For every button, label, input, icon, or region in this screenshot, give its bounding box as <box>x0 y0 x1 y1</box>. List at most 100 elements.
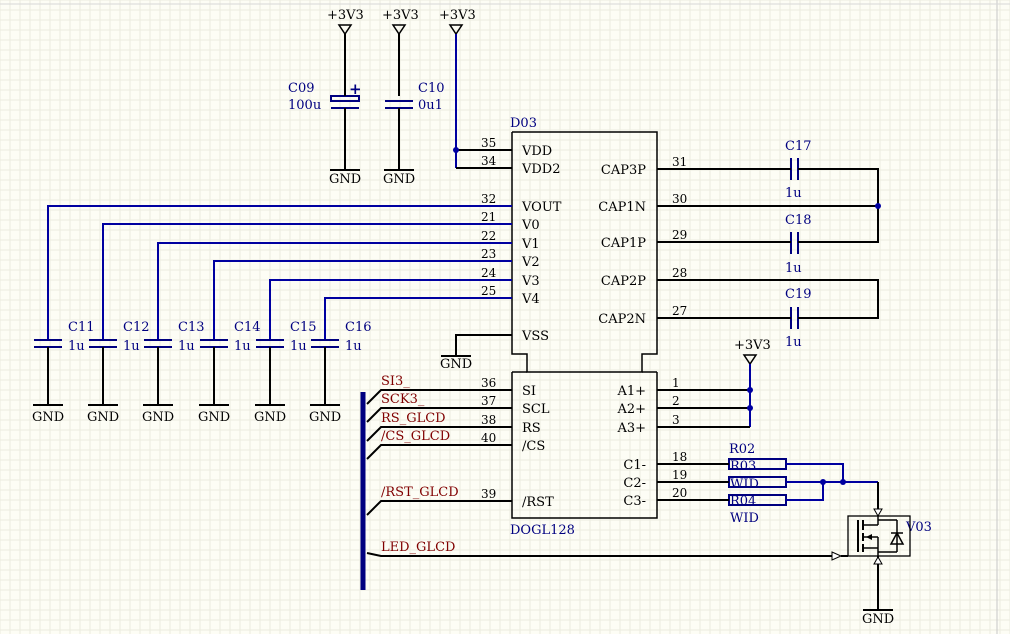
vcc-symbol-c09: +3V3 <box>327 8 364 36</box>
capacitor-c18[interactable]: C18 1u <box>785 213 812 276</box>
svg-text:C18: C18 <box>785 213 812 228</box>
net-led-glcd[interactable]: LED_GLCD <box>381 540 455 555</box>
net-si3-[interactable]: SI3_ <box>366 374 512 405</box>
pin-number: 18 <box>672 450 687 464</box>
display-ref: D03 <box>510 116 537 131</box>
cap-ref: C14 <box>234 320 261 335</box>
vcc-symbol-vdd: +3V3 <box>439 8 476 36</box>
vcc-label: +3V3 <box>382 8 419 23</box>
pin-name: CAP3P <box>601 163 646 178</box>
mosfet-v03[interactable]: V03 <box>847 482 932 610</box>
vcc-symbol-anode: +3V3 <box>734 338 771 366</box>
pin-number: 23 <box>481 247 496 261</box>
pin-number: 22 <box>481 229 496 243</box>
pin-name: CAP2N <box>598 312 646 327</box>
pin-number: 29 <box>672 228 687 242</box>
pin-number: 34 <box>481 154 497 168</box>
capacitor-c19[interactable]: C19 1u <box>785 287 812 350</box>
pin-name: A1+ <box>616 384 646 399</box>
svg-text:1u: 1u <box>785 335 802 350</box>
net--rst-glcd[interactable]: /RST_GLCD <box>366 485 512 516</box>
capacitor-c17[interactable]: C17 1u <box>785 139 812 201</box>
pin-number: 40 <box>481 431 496 445</box>
vcc-label: +3V3 <box>327 8 364 23</box>
pin-number: 28 <box>672 266 687 280</box>
gnd-symbol-vss: GND <box>440 355 472 372</box>
polarity-plus: + <box>349 80 362 98</box>
pin-name: SI <box>522 384 536 399</box>
pin-name: SCL <box>522 402 550 417</box>
cap-value: 1u <box>345 339 362 354</box>
net-sck3-[interactable]: SCK3_ <box>366 392 512 423</box>
net-label: /CS_GLCD <box>381 429 450 444</box>
cap-value: 1u <box>234 339 251 354</box>
capacitor-c14[interactable]: GND C14 1u <box>198 260 512 425</box>
mosfet-ref: V03 <box>905 520 932 535</box>
junction-dot <box>820 479 826 485</box>
pin-name: CAP1N <box>598 200 646 215</box>
svg-text:GND: GND <box>383 172 415 187</box>
pin-number: 27 <box>672 304 687 318</box>
pin-number: 30 <box>672 192 687 206</box>
cap-ref: C11 <box>68 320 95 335</box>
net-rs-glcd[interactable]: RS_GLCD <box>366 411 512 442</box>
svg-text:GND: GND <box>329 172 361 187</box>
pin-number: 3 <box>672 413 680 427</box>
junction-dot <box>875 203 881 209</box>
pin-number: 25 <box>481 284 496 298</box>
resistor-ref-r03: R03 <box>730 459 756 474</box>
pin-number: 37 <box>481 394 496 408</box>
pin-name: C1- <box>623 458 646 473</box>
svg-text:GND: GND <box>862 612 894 627</box>
cap-ref: C13 <box>178 320 205 335</box>
svg-text:C17: C17 <box>785 139 812 154</box>
cap-value: 1u <box>290 339 307 354</box>
cap-ref: C15 <box>290 320 317 335</box>
resistor-ref-r04: R04 <box>730 494 756 509</box>
pin-number: 21 <box>481 210 496 224</box>
pin-number: 35 <box>481 136 496 150</box>
pin-name: V1 <box>521 237 540 252</box>
capacitor-c15[interactable]: GND C15 1u <box>254 279 512 425</box>
cap-ref: C12 <box>123 320 150 335</box>
pin-name: V4 <box>521 292 540 307</box>
capacitor-c12[interactable]: GND C12 1u <box>87 223 512 425</box>
svg-text:1u: 1u <box>785 261 802 276</box>
net-label: RS_GLCD <box>381 411 446 426</box>
capacitor-c11[interactable]: GND C11 1u <box>32 205 512 425</box>
cap-ref: C10 <box>418 81 445 96</box>
pin-name: CAP2P <box>601 274 646 289</box>
svg-text:1u: 1u <box>785 186 802 201</box>
capacitor-c10[interactable]: C10 0u1 <box>385 81 445 113</box>
pin-name: A2+ <box>616 402 646 417</box>
display-d03[interactable]: D03 DOGL128 35VDD34VDD232VOUT21V022V123V… <box>481 116 687 538</box>
gnd-label: GND <box>87 410 119 425</box>
pin-name: A3+ <box>616 421 646 436</box>
junction-dot <box>747 387 753 393</box>
pin-name: C2- <box>623 476 646 491</box>
pin-number: 32 <box>481 192 496 206</box>
cap-value: 0u1 <box>418 98 443 113</box>
cap-ref: C09 <box>288 81 315 96</box>
junction-dot <box>453 147 459 153</box>
cap-value: 1u <box>178 339 195 354</box>
gnd-label: GND <box>309 410 341 425</box>
capacitor-c13[interactable]: GND C13 1u <box>142 242 512 425</box>
capacitor-c16[interactable]: GND C16 1u <box>309 297 512 425</box>
resistor-value-r02: WID <box>730 477 759 492</box>
net-label: SCK3_ <box>381 392 425 407</box>
gnd-label: GND <box>142 410 174 425</box>
capacitor-c09[interactable]: C09 100u + <box>288 80 362 113</box>
gnd-symbol-mosfet: GND <box>862 609 894 627</box>
pin-number: 19 <box>672 468 687 482</box>
svg-text:C19: C19 <box>785 287 812 302</box>
pin-name: C3- <box>623 494 646 509</box>
gnd-label: GND <box>32 410 64 425</box>
cap-value: 1u <box>123 339 140 354</box>
vcc-label: +3V3 <box>439 8 476 23</box>
cap-ref: C16 <box>345 320 372 335</box>
net--cs-glcd[interactable]: /CS_GLCD <box>366 429 512 460</box>
net-label: SI3_ <box>381 374 410 389</box>
pin-name: /RST <box>522 495 554 510</box>
